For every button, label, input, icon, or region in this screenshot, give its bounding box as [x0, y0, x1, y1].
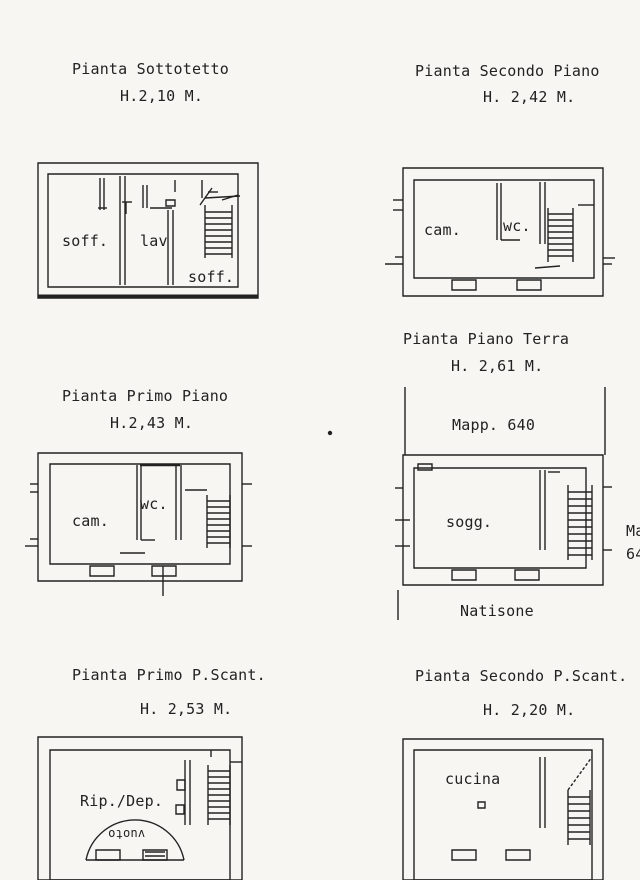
- neighbor-label-64: 64: [626, 545, 640, 563]
- neighbor-label-ma: Ma: [626, 522, 640, 540]
- title-primo-scant: Pianta Primo P.Scant.: [72, 666, 266, 684]
- height-sottotetto: H.2,10 M.: [120, 87, 204, 105]
- plan-sottotetto: [38, 163, 258, 298]
- plan-primo-scant: [38, 737, 242, 880]
- room-label-wc-primo: wc.: [140, 495, 168, 513]
- room-label-cucina: cucina: [445, 770, 501, 788]
- height-primo-piano: H.2,43 M.: [110, 414, 194, 432]
- room-label-wc-secondo: wc.: [503, 217, 531, 235]
- room-label-lav: lav: [140, 232, 168, 250]
- title-primo-piano: Pianta Primo Piano: [62, 387, 229, 405]
- room-label-cam-primo: cam.: [72, 512, 109, 530]
- title-secondo-piano: Pianta Secondo Piano: [415, 62, 600, 80]
- title-piano-terra: Pianta Piano Terra: [403, 330, 570, 348]
- height-secondo-piano: H. 2,42 M.: [483, 88, 576, 106]
- neighbor-label-mapp-640: Mapp. 640: [452, 416, 536, 434]
- room-label-soff-right: soff.: [188, 268, 235, 286]
- height-secondo-scant: H. 2,20 M.: [483, 701, 576, 719]
- plan-piano-terra: [395, 387, 612, 620]
- height-piano-terra: H. 2,61 M.: [451, 357, 544, 375]
- room-label-sogg: sogg.: [446, 513, 493, 531]
- room-label-rip-dep: Rip./Dep.: [80, 792, 164, 810]
- room-label-vuoto: vuoto: [108, 827, 146, 841]
- neighbor-label-natisone: Natisone: [460, 602, 534, 620]
- plan-primo-piano: [25, 453, 252, 596]
- height-primo-scant: H. 2,53 M.: [140, 700, 233, 718]
- title-secondo-scant: Pianta Secondo P.Scant.: [415, 667, 628, 685]
- title-sottotetto: Pianta Sottotetto: [72, 60, 229, 78]
- room-label-soff-left: soff.: [62, 232, 109, 250]
- plan-secondo-scant: [403, 739, 603, 880]
- plan-secondo-piano: [385, 168, 615, 296]
- room-label-cam-secondo: cam.: [424, 221, 461, 239]
